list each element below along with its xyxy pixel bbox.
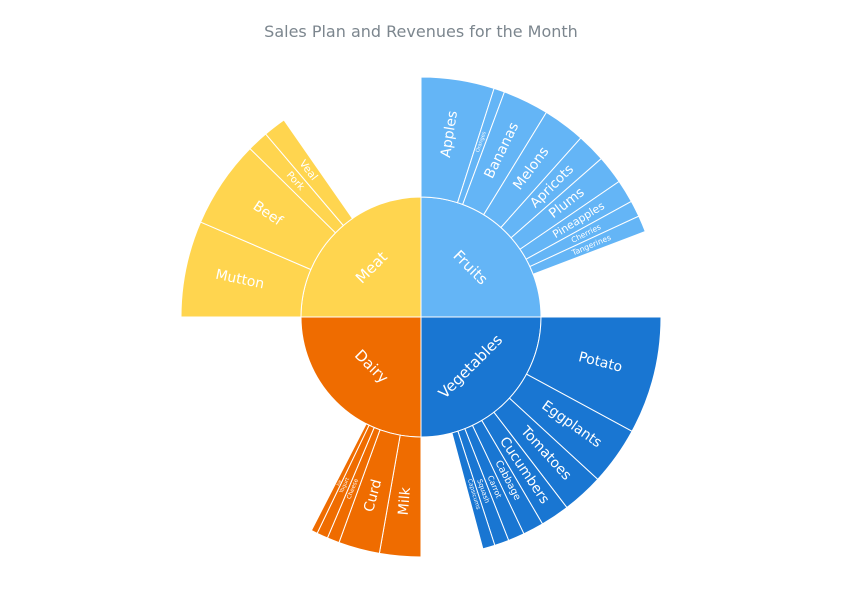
label-ice: Ice xyxy=(335,478,342,486)
segment-tangerines[interactable] xyxy=(529,215,646,275)
segment-capsicums[interactable] xyxy=(451,430,496,550)
label-apples: Apples xyxy=(438,110,461,159)
label-milk: Milk xyxy=(396,486,414,516)
chart-title: Sales Plan and Revenues for the Month xyxy=(264,22,578,41)
segment-ice[interactable] xyxy=(310,423,370,535)
segment-dairy[interactable] xyxy=(300,316,422,438)
segment-veal[interactable] xyxy=(265,119,354,227)
